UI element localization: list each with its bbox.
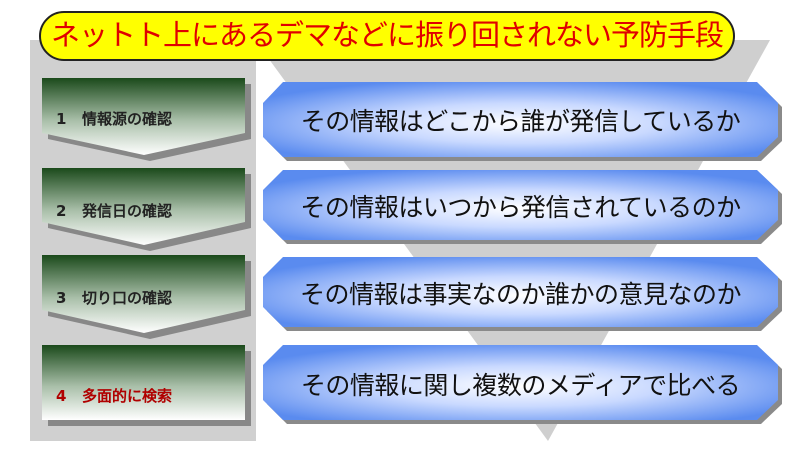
step-number: 3	[56, 289, 67, 307]
step-4-description: その情報に関し複数のメディアで比べる	[300, 371, 741, 400]
step-3-description: その情報は事実なのか誰かの意見なのか	[299, 280, 742, 309]
step-number: 1	[56, 110, 67, 128]
step-1: 1 情報源の確認	[42, 108, 245, 129]
step-label: 多面的に検索	[82, 387, 173, 405]
step-4: 4 多面的に検索	[42, 385, 245, 406]
step-1-description: その情報はどこから誰が発信しているか	[300, 107, 741, 136]
step-number: 4	[56, 387, 67, 405]
title-pill	[39, 11, 735, 61]
step-3: 3 切り口の確認	[42, 287, 245, 308]
page-title: ネットト上にあるデマなどに振り回されない予防手段	[50, 18, 724, 52]
step-shapes	[42, 78, 251, 426]
step-label: 情報源の確認	[82, 110, 173, 128]
step-label: 発信日の確認	[82, 202, 173, 220]
step-label: 切り口の確認	[82, 289, 173, 307]
description-shapes	[263, 82, 782, 424]
step-2-description: その情報はいつから発信されているのか	[300, 193, 741, 222]
step-2: 2 発信日の確認	[42, 200, 245, 221]
step-number: 2	[56, 202, 67, 220]
